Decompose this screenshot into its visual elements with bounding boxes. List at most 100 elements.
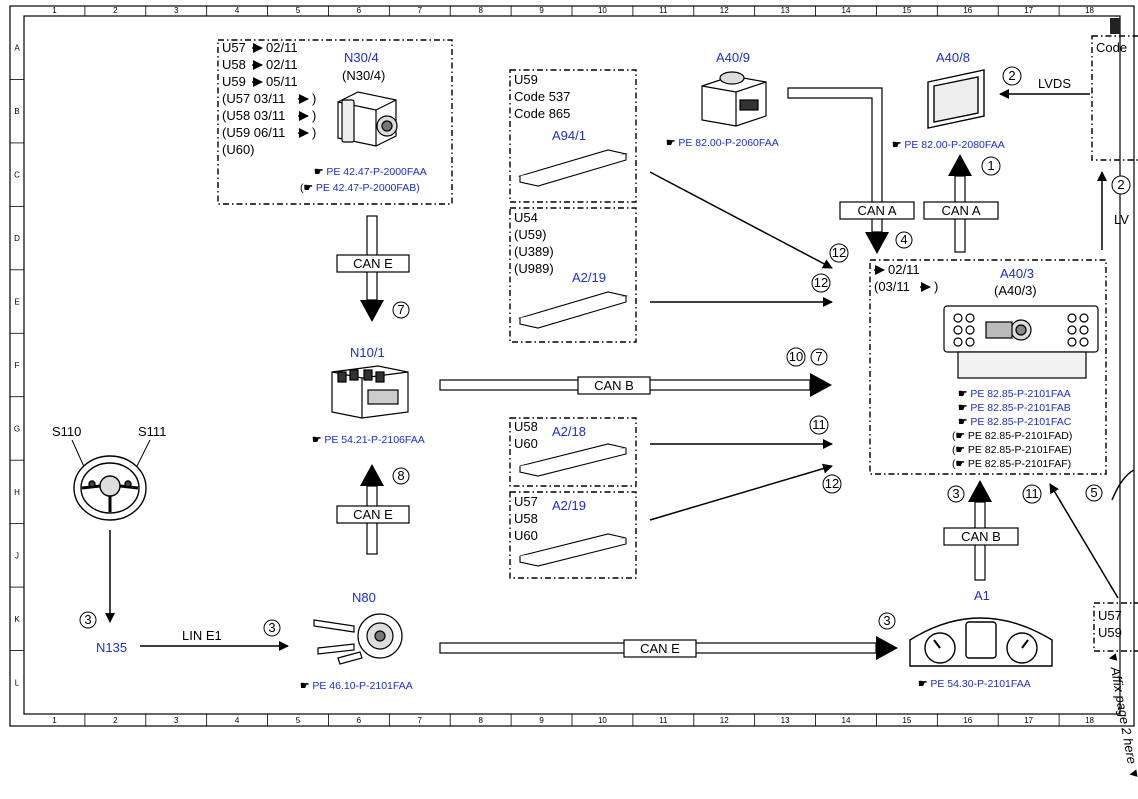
grid-col-label: 8 <box>478 716 483 725</box>
antenna-module-icon <box>517 149 629 187</box>
a1-ref: ☛ PE 54.30-P-2101FAA <box>918 678 1031 690</box>
svg-text:☛ PE 82.85-P-2101FAB: ☛ PE 82.85-P-2101FAB <box>958 402 1071 414</box>
callout-3-a40: 3 <box>947 485 965 503</box>
grid-row-label: K <box>14 615 20 624</box>
tuner-module-icon <box>517 291 629 329</box>
svg-text:(U59): (U59) <box>514 227 547 242</box>
svg-text:5: 5 <box>1090 485 1097 500</box>
svg-text:10: 10 <box>789 349 803 364</box>
grid-col-label: 15 <box>902 6 911 15</box>
svg-text:4: 4 <box>900 232 907 247</box>
instrument-cluster-icon <box>909 617 1053 667</box>
callout-8: 8 <box>392 467 410 485</box>
can-b-bus-a1-a40-3: CAN B <box>943 480 1019 581</box>
svg-text:☛ PE 42.47-P-2000FAA: ☛ PE 42.47-P-2000FAA <box>314 166 427 178</box>
n30-4-label: N30/4 <box>344 50 379 65</box>
a2-19-bottom-label: A2/19 <box>552 498 586 513</box>
lin-e1-label: LIN E1 <box>182 628 222 643</box>
svg-text:Code 865: Code 865 <box>514 106 570 121</box>
grid-col-label: 14 <box>842 716 851 725</box>
grid-col-label: 1 <box>52 716 57 725</box>
svg-text:U57: U57 <box>514 494 538 509</box>
svg-text:12: 12 <box>814 275 828 290</box>
grid-row-label: G <box>14 424 20 433</box>
svg-text:(☛ PE 82.85-P-2101FAD): (☛ PE 82.85-P-2101FAD) <box>952 430 1072 442</box>
n10-1-ref: ☛ PE 54.21-P-2106FAA <box>312 434 425 446</box>
can-a-bus-a40-3-a40-8: CAN A <box>923 154 999 253</box>
grid-column-labels: 1122334455667788991010111112121313141415… <box>52 6 1095 726</box>
callout-4: 4 <box>895 231 913 249</box>
grid-col-label: 11 <box>659 716 668 725</box>
grid-col-label: 5 <box>296 6 301 15</box>
svg-text:): ) <box>934 279 938 294</box>
svg-text:U57: U57 <box>222 40 246 55</box>
a40-3-alt: (A40/3) <box>994 283 1037 298</box>
grid-row-label: H <box>14 488 20 497</box>
callout-7-left: 7 <box>392 301 410 319</box>
grid-col-label: 17 <box>1024 6 1033 15</box>
svg-text:U58: U58 <box>222 57 246 72</box>
signal-arrow-right <box>1049 483 1119 599</box>
a2-19-bottom-box <box>509 491 637 579</box>
display-unit-icon <box>927 69 985 129</box>
svg-text:(☛ PE 42.47-P-2000FAB): (☛ PE 42.47-P-2000FAB) <box>300 182 420 194</box>
can-a-bus-a40-9-a40-3: CAN A <box>787 87 915 254</box>
svg-text:02/11: 02/11 <box>266 40 298 55</box>
can-b-bus-n10-a40-3: CAN B <box>439 373 832 397</box>
a1-label: A1 <box>974 588 990 603</box>
callout-7-right: 7 <box>810 348 828 366</box>
svg-text:3: 3 <box>268 620 275 635</box>
callout-3-a1: 3 <box>878 612 896 630</box>
callout-2: 2 <box>1002 66 1022 86</box>
a94-1-notes: U59 Code 537 Code 865 <box>514 72 570 121</box>
svg-text:11: 11 <box>1025 486 1039 501</box>
svg-text:U59: U59 <box>514 72 538 87</box>
lvds-label: LVDS <box>1038 76 1071 91</box>
n10-1-label: N10/1 <box>350 345 385 360</box>
n30-4-alt: (N30/4) <box>342 68 385 83</box>
svg-text:☛ PE 82.85-P-2101FAA: ☛ PE 82.85-P-2101FAA <box>958 388 1071 400</box>
cut-off-icon <box>1110 18 1120 34</box>
head-unit-icon <box>943 305 1099 379</box>
grid-col-label: 5 <box>296 716 301 725</box>
svg-text:CAN E: CAN E <box>353 507 393 522</box>
n80-ref: ☛ PE 46.10-P-2101FAA <box>300 680 413 692</box>
svg-text:U60: U60 <box>514 436 538 451</box>
svg-text:12: 12 <box>832 245 846 260</box>
cut-off-arrow <box>1111 469 1135 501</box>
grid-col-label: 17 <box>1024 716 1033 725</box>
svg-text:(U989): (U989) <box>514 261 554 276</box>
grid-row-label: B <box>14 107 19 116</box>
svg-text:(U60): (U60) <box>222 142 255 157</box>
a40-3-notes: 02/11 (03/11 ) <box>874 262 938 294</box>
svg-text:(U57 03/11: (U57 03/11 <box>222 91 285 106</box>
callout-3-n135: 3 <box>79 611 97 629</box>
grid-col-label: 9 <box>539 716 544 725</box>
a94-1-box <box>509 69 637 203</box>
svg-text:(☛ PE 82.85-P-2101FAF): (☛ PE 82.85-P-2101FAF) <box>952 458 1071 470</box>
svg-text:3: 3 <box>84 612 91 627</box>
grid-row-label: L <box>15 678 20 687</box>
grid-row-label: A <box>14 44 20 53</box>
grid-col-label: 8 <box>478 6 483 15</box>
right-top-note: Code <box>1096 40 1127 55</box>
grid-col-label: 16 <box>963 716 972 725</box>
a40-9-label: A40/9 <box>716 50 750 65</box>
s111-label: S111 <box>138 424 166 439</box>
grid-col-label: 2 <box>113 6 118 15</box>
svg-text:CAN A: CAN A <box>941 203 980 218</box>
can-e-bus-n80-a1: CAN E <box>439 636 898 660</box>
grid-col-label: 4 <box>235 6 240 15</box>
svg-text:05/11: 05/11 <box>266 74 298 89</box>
steering-column-module-icon <box>313 613 403 665</box>
grid-col-label: 11 <box>659 6 668 15</box>
grid-col-label: 15 <box>902 716 911 725</box>
grid-col-label: 18 <box>1085 716 1094 725</box>
grid-col-label: 1 <box>52 6 57 15</box>
steering-wheel-icon <box>73 455 147 521</box>
svg-text:CAN A: CAN A <box>857 203 896 218</box>
grid-col-label: 12 <box>720 6 729 15</box>
n30-4-box <box>217 39 453 205</box>
a2-19-top-label: A2/19 <box>572 270 606 285</box>
